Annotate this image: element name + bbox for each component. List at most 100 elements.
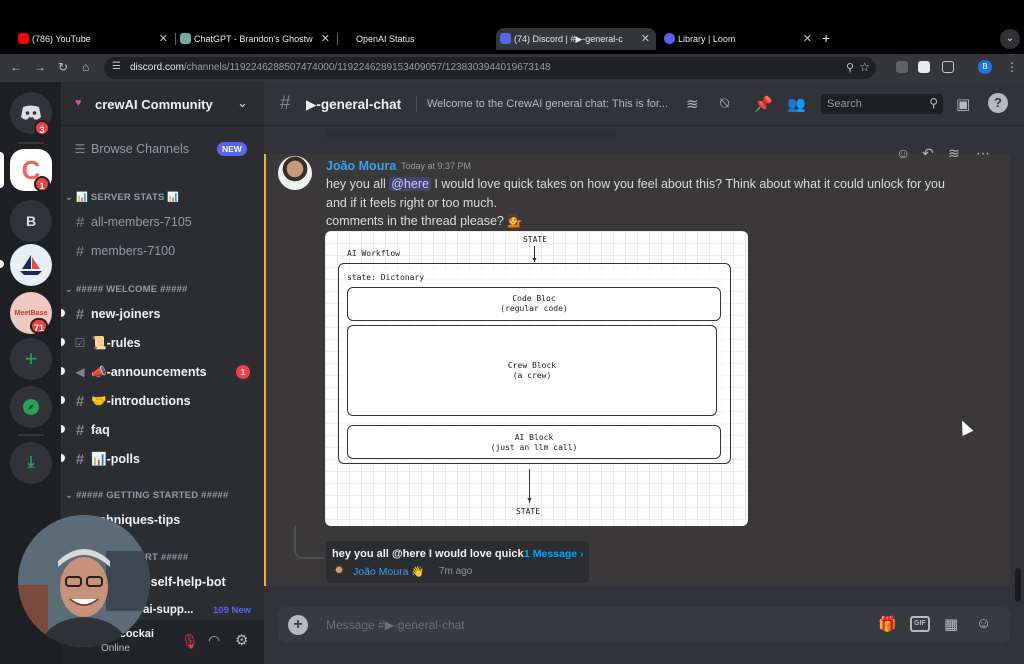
browser-menu-icon[interactable]: ⋮ xyxy=(1006,60,1018,74)
chat-scrollbar[interactable] xyxy=(1015,568,1021,602)
unread-indicator xyxy=(61,425,65,433)
tab-openai-status[interactable]: OpenAI Status xyxy=(338,28,496,50)
channel-self-help-bot[interactable]: i-self-help-bot xyxy=(143,570,263,594)
diagram-state-top: STATE xyxy=(522,235,548,244)
settings-gear-icon[interactable]: ⚙ xyxy=(235,632,249,649)
webcam-overlay xyxy=(18,515,150,647)
profile-avatar[interactable]: B xyxy=(978,60,992,74)
browse-channels[interactable]: ☰ Browse Channels xyxy=(69,137,255,161)
gif-button[interactable]: GIF xyxy=(910,616,930,632)
channel-ai-support[interactable]: ai-supp... xyxy=(143,598,213,622)
headphones-icon[interactable]: ◠ xyxy=(208,632,221,648)
site-info-icon[interactable]: ☰ xyxy=(112,61,121,72)
threads-icon[interactable]: ≋ xyxy=(686,96,699,113)
category-support[interactable]: RT ##### xyxy=(145,552,189,563)
forward-icon[interactable]: → xyxy=(34,60,46,74)
tab-chatgpt[interactable]: ChatGPT - Brandon's Ghostw ✕ xyxy=(176,28,336,50)
reload-icon[interactable]: ↻ xyxy=(58,60,69,74)
sticker-icon[interactable]: ▦ xyxy=(944,616,959,633)
reply-icon[interactable]: ↶ xyxy=(922,145,934,161)
new-tab-button[interactable]: + xyxy=(822,30,831,46)
unread-indicator xyxy=(0,260,4,268)
emoji-picker-icon[interactable]: ☺ xyxy=(976,615,992,632)
extensions-puzzle-icon[interactable] xyxy=(942,61,954,73)
here-mention[interactable]: @here xyxy=(389,177,431,191)
channel-label: 📣-announcements xyxy=(91,364,207,379)
sailboat-server-icon[interactable] xyxy=(10,244,52,286)
zoom-icon[interactable]: ⚲ xyxy=(845,62,854,74)
add-server-icon[interactable]: + xyxy=(10,338,52,380)
channel-all-members[interactable]: #all-members-7105 xyxy=(69,210,255,234)
back-icon[interactable]: ← xyxy=(10,60,22,74)
address-bar[interactable]: ☰ discord.com/channels/11922462885074740… xyxy=(104,57,876,79)
member-list-icon[interactable]: 👥 xyxy=(787,96,806,113)
channel-polls[interactable]: #📊-polls xyxy=(69,447,255,471)
channel-new-joiners[interactable]: #new-joiners xyxy=(69,302,255,326)
presenter-video xyxy=(18,515,150,647)
chat-main: # ▶-general-chat Welcome to the CrewAI g… xyxy=(264,82,1024,664)
thread-preview[interactable]: hey you all @here I would love quick 1 M… xyxy=(326,541,589,583)
workflow-diagram-image[interactable]: STATE ▼ AI Workflow state: Dictonary Cod… xyxy=(325,231,748,526)
new-messages-count: 109 New xyxy=(213,605,252,616)
discord-icon xyxy=(500,33,511,44)
extension-icon[interactable] xyxy=(896,61,908,73)
channel-members[interactable]: #members-7100 xyxy=(69,239,255,263)
diagram-arrow xyxy=(534,246,535,262)
hash-icon: # xyxy=(280,93,291,114)
tab-search-button[interactable]: ⌄ xyxy=(1000,29,1020,49)
channel-announcements[interactable]: ◀📣-announcements xyxy=(69,360,255,384)
channel-rules[interactable]: ☑📜-rules xyxy=(69,331,255,355)
gift-icon[interactable]: 🎁 xyxy=(878,616,897,633)
channel-label: 🤝-introductions xyxy=(91,393,191,408)
search-input[interactable]: Search ⚲ xyxy=(821,94,943,114)
author-avatar[interactable] xyxy=(278,156,312,190)
tab-youtube[interactable]: (786) YouTube ✕ xyxy=(14,28,174,50)
close-icon[interactable]: ✕ xyxy=(158,33,168,45)
explore-compass-icon[interactable] xyxy=(10,386,52,428)
unread-indicator xyxy=(61,309,65,317)
add-reaction-icon[interactable]: ☺ xyxy=(896,145,911,161)
url-text: discord.com/channels/1192246288507474000… xyxy=(130,62,551,73)
more-options-icon[interactable]: ⋯ xyxy=(976,145,990,161)
channel-title: ▶-general-chat xyxy=(306,97,402,112)
category-welcome[interactable]: ⌄ ##### WELCOME ##### xyxy=(65,284,188,295)
hash-icon: # xyxy=(75,305,85,323)
create-thread-icon[interactable]: ≋ xyxy=(948,145,960,161)
help-icon[interactable]: ? xyxy=(988,93,1008,113)
chevron-down-icon[interactable]: ⌄ xyxy=(237,95,248,110)
notification-bell-muted-icon[interactable]: ⍉ xyxy=(720,95,730,112)
rules-icon: ☑ xyxy=(74,336,86,350)
upload-plus-icon[interactable]: + xyxy=(288,615,308,635)
channel-introductions[interactable]: #🤝-introductions xyxy=(69,389,255,413)
inbox-icon[interactable]: ▣ xyxy=(956,96,971,113)
message-author[interactable]: João Moura xyxy=(326,159,397,173)
thread-message-count[interactable]: 1 Message › xyxy=(524,548,584,560)
mic-muted-icon[interactable]: 🎙 xyxy=(181,633,199,649)
extension-icon[interactable] xyxy=(918,61,930,73)
tab-loom[interactable]: Library | Loom ✕ xyxy=(660,28,818,50)
diagram-ai-sub: (just an llm call) xyxy=(490,443,578,452)
diagram-state-dictionary: state: Dictonary xyxy=(347,273,425,282)
tab-discord[interactable]: (74) Discord | #▶-general-c ✕ xyxy=(496,28,656,50)
server-header[interactable]: ♥ crewAI Community ⌄ xyxy=(61,82,264,126)
channel-techniques-tips[interactable]: chniques-tips xyxy=(99,508,285,532)
download-icon[interactable]: ⤓ xyxy=(10,442,52,484)
divider xyxy=(18,142,44,144)
diagram-crew-block-box xyxy=(347,325,717,416)
category-server-stats[interactable]: ⌄ 📊 SERVER STATS 📊 xyxy=(65,192,180,203)
channel-faq[interactable]: #faq xyxy=(69,418,255,442)
composer-placeholder: Message #▶-general-chat xyxy=(326,618,465,632)
close-icon[interactable]: ✕ xyxy=(802,33,812,45)
unread-indicator xyxy=(61,396,65,404)
close-icon[interactable]: ✕ xyxy=(320,33,330,45)
home-icon[interactable]: ⌂ xyxy=(82,60,90,74)
message-composer[interactable]: + Message #▶-general-chat 🎁 GIF ▦ ☺ xyxy=(278,607,1010,643)
bookmark-star-icon[interactable]: ☆ xyxy=(859,60,870,74)
diagram-ai-block-box xyxy=(347,425,721,459)
b-server-icon[interactable]: B xyxy=(10,200,52,242)
selected-indicator xyxy=(0,152,4,188)
channel-topic[interactable]: Welcome to the CrewAI general chat: This… xyxy=(427,98,669,110)
close-icon[interactable]: ✕ xyxy=(640,33,650,45)
category-getting-started[interactable]: ⌄ ##### GETTING STARTED ##### xyxy=(65,490,229,501)
pinned-messages-icon[interactable]: 📌 xyxy=(754,96,773,113)
